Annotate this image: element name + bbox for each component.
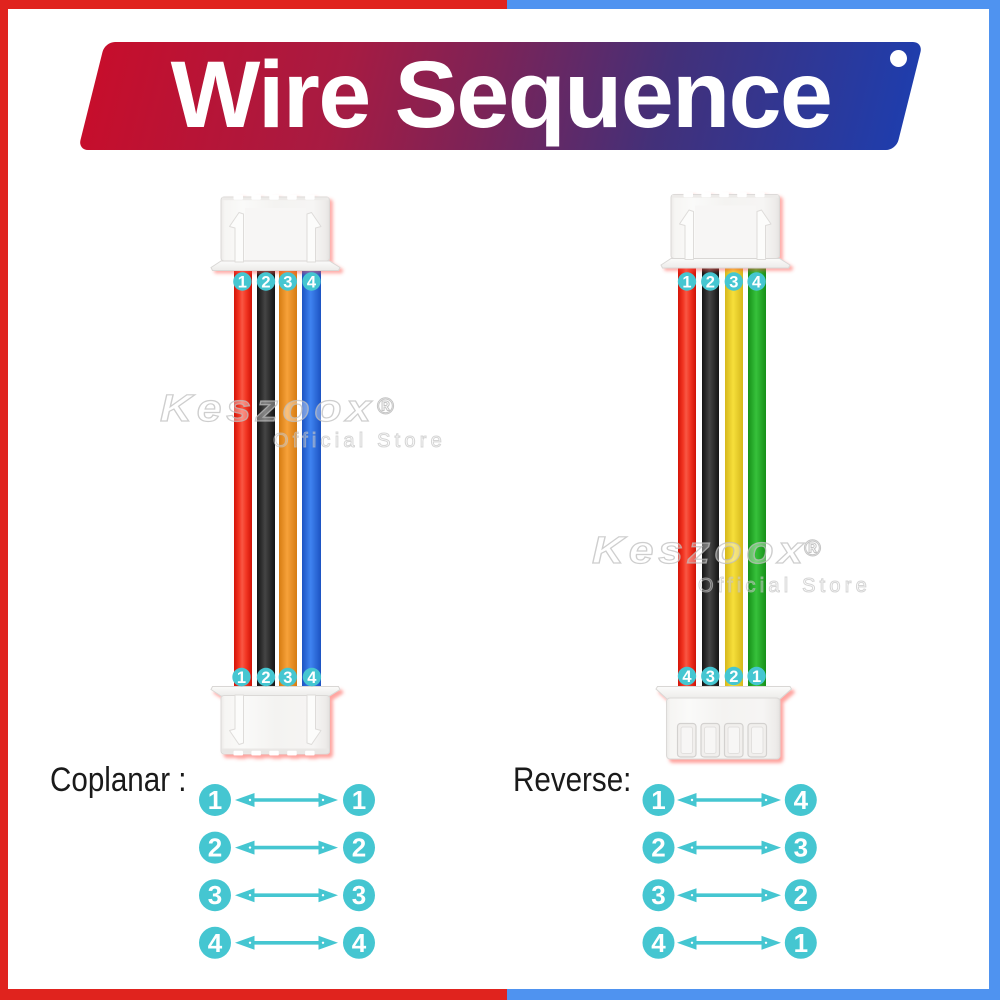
svg-text:1: 1 bbox=[682, 273, 691, 291]
svg-text:2: 2 bbox=[208, 833, 222, 863]
svg-text:3: 3 bbox=[651, 880, 665, 910]
svg-text:3: 3 bbox=[208, 880, 222, 910]
svg-text:4: 4 bbox=[307, 669, 317, 687]
svg-text:3: 3 bbox=[352, 880, 366, 910]
svg-text:1: 1 bbox=[651, 785, 665, 815]
svg-text:1: 1 bbox=[352, 785, 366, 815]
svg-text:3: 3 bbox=[729, 273, 738, 291]
svg-text:2: 2 bbox=[352, 833, 366, 863]
svg-text:2: 2 bbox=[651, 833, 665, 863]
svg-text:2: 2 bbox=[261, 669, 270, 687]
svg-text:4: 4 bbox=[307, 273, 317, 291]
svg-text:2: 2 bbox=[261, 273, 270, 291]
svg-text:1: 1 bbox=[208, 785, 222, 815]
svg-text:3: 3 bbox=[283, 669, 292, 687]
svg-text:1: 1 bbox=[752, 668, 761, 686]
svg-text:3: 3 bbox=[794, 833, 808, 863]
svg-text:3: 3 bbox=[283, 273, 292, 291]
svg-text:4: 4 bbox=[651, 928, 666, 958]
svg-text:1: 1 bbox=[238, 273, 247, 291]
svg-text:1: 1 bbox=[237, 669, 246, 687]
svg-text:1: 1 bbox=[794, 928, 808, 958]
svg-text:4: 4 bbox=[352, 928, 367, 958]
svg-text:4: 4 bbox=[682, 668, 692, 686]
svg-text:2: 2 bbox=[794, 880, 808, 910]
svg-text:2: 2 bbox=[706, 273, 715, 291]
svg-text:2: 2 bbox=[729, 668, 738, 686]
svg-text:3: 3 bbox=[706, 668, 715, 686]
svg-text:4: 4 bbox=[794, 785, 809, 815]
svg-text:4: 4 bbox=[752, 273, 762, 291]
svg-text:4: 4 bbox=[208, 928, 223, 958]
